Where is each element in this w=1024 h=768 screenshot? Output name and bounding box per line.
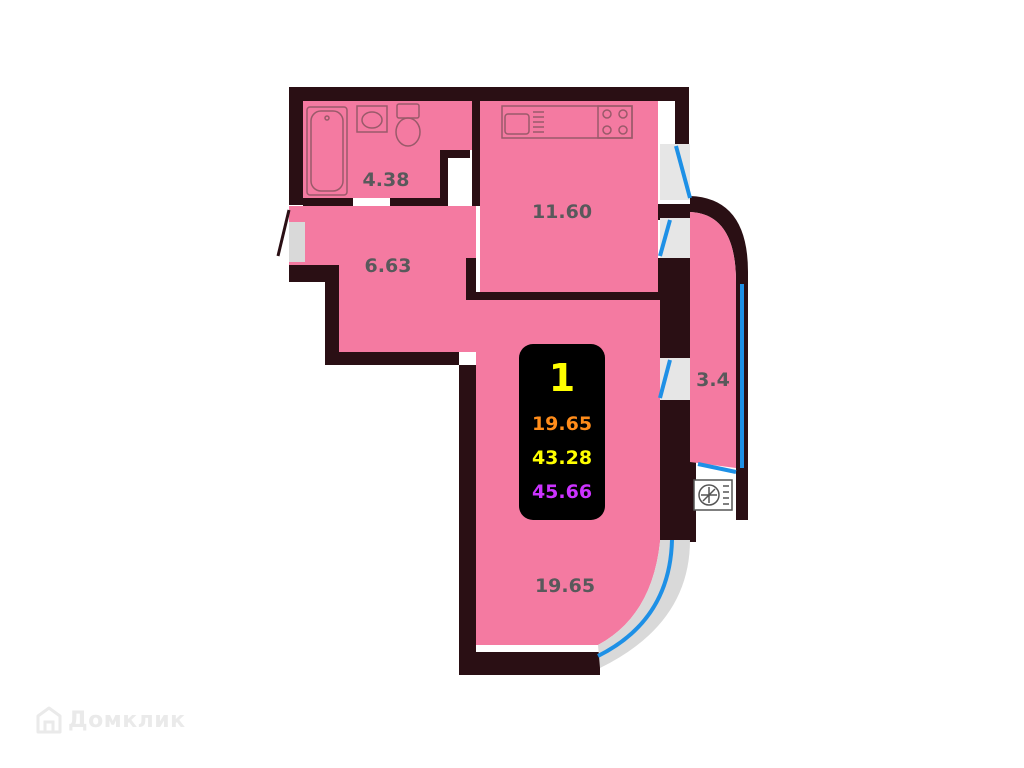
toilet-icon (395, 103, 421, 147)
rooms-count: 1 (548, 356, 576, 400)
washbasin-icon (356, 105, 388, 133)
kitchen-sink-icon (504, 111, 544, 135)
kitchen-area-label: 11.60 (532, 201, 592, 223)
air-conditioner-icon (693, 479, 733, 511)
hallway-area-label: 6.63 (365, 255, 412, 277)
kitchen-area (480, 101, 658, 292)
walls (289, 87, 748, 675)
watermark: Домклик (36, 706, 186, 734)
total-area-value: 43.28 (531, 447, 593, 469)
living-area-value: 19.65 (531, 413, 593, 435)
stove-icon (597, 105, 633, 139)
watermark-text: Домклик (68, 707, 186, 733)
total-with-balcony-value: 45.66 (531, 481, 593, 503)
bathtub-icon (306, 106, 348, 196)
home-logo-icon (36, 706, 62, 734)
apartment-info-box: 1 19.65 43.28 45.66 (519, 344, 605, 520)
balcony-area (690, 212, 736, 468)
balcony-area-label: 3.4 (696, 369, 730, 391)
bathroom-area-label: 4.38 (363, 169, 410, 191)
windows (597, 144, 744, 668)
bathroom-area (303, 101, 472, 198)
living-room-area-label: 19.65 (535, 575, 595, 597)
entrance-door (276, 209, 305, 262)
